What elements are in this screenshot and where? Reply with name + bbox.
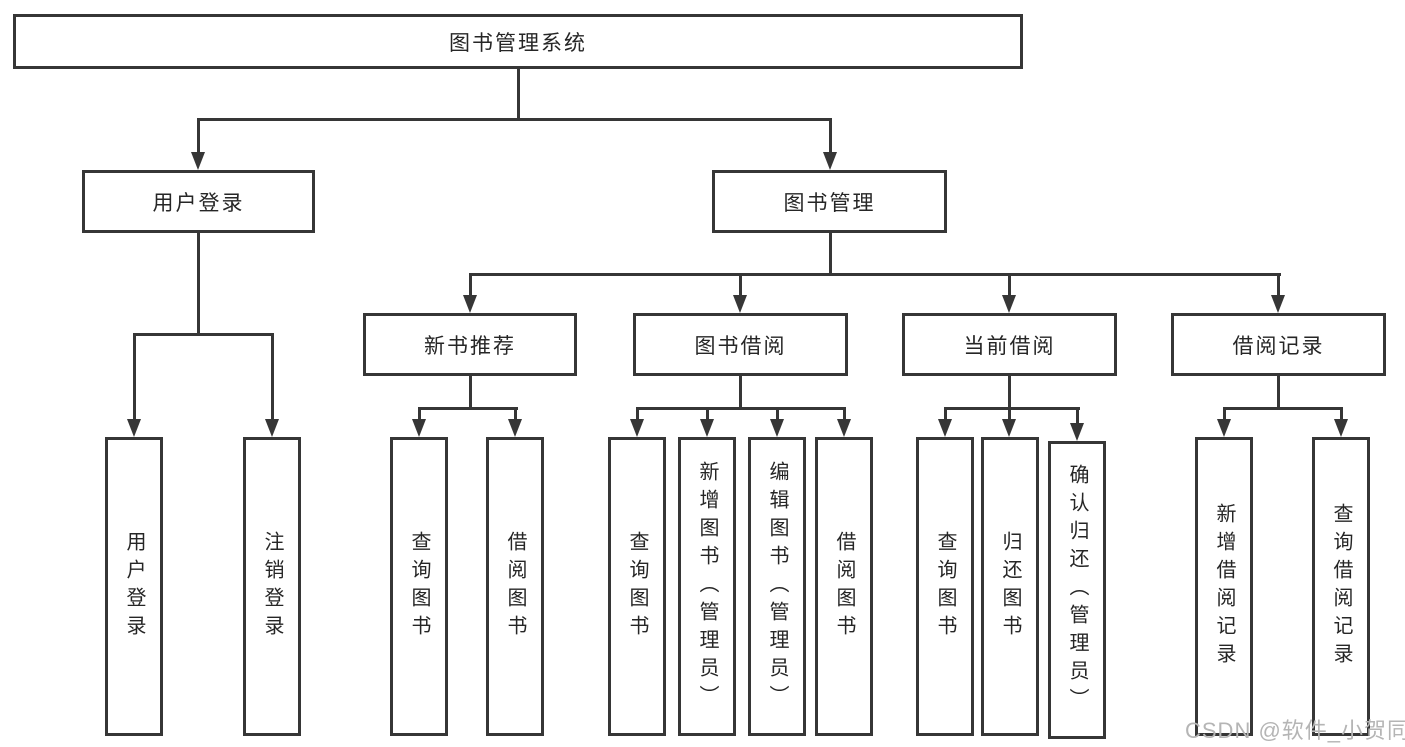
leaf-confirm-return-admin-label: 确认归还（管理员）: [1066, 464, 1088, 716]
arrowhead-icon: [1217, 419, 1231, 437]
arrowhead-icon: [733, 295, 747, 313]
connector-line: [197, 118, 832, 121]
connector-line: [469, 273, 472, 298]
arrowhead-icon: [823, 152, 837, 170]
arrowhead-icon: [700, 419, 714, 437]
connector-line: [1008, 407, 1011, 421]
connector-line: [829, 233, 832, 276]
connector-line: [418, 407, 518, 410]
leaf-add-borrow-record: 新增借阅记录: [1195, 437, 1253, 736]
connector-line: [133, 333, 136, 421]
connector-line: [469, 376, 472, 410]
connector-line: [843, 407, 846, 421]
leaf-add-borrow-record-label: 新增借阅记录: [1213, 502, 1235, 671]
arrowhead-icon: [265, 419, 279, 437]
connector-line: [1340, 407, 1343, 421]
connector-line: [1223, 407, 1226, 421]
connector-line: [944, 407, 947, 421]
node-user-login: 用户登录: [82, 170, 315, 233]
node-borrow-records: 借阅记录: [1171, 313, 1386, 376]
connector-line: [706, 407, 709, 421]
arrowhead-icon: [412, 419, 426, 437]
leaf-add-book-admin-label: 新增图书（管理员）: [696, 460, 718, 713]
leaf-borrow-books: 借阅图书: [815, 437, 873, 736]
node-root-label: 图书管理系统: [449, 31, 587, 55]
connector-line: [1277, 376, 1280, 410]
connector-line: [418, 407, 421, 421]
connector-line: [517, 69, 520, 121]
node-book-management-label: 图书管理: [783, 191, 876, 215]
leaf-query-borrow-record: 查询借阅记录: [1312, 437, 1370, 736]
node-new-book-recommend-label: 新书推荐: [424, 334, 516, 358]
connector-line: [739, 273, 742, 298]
connector-line: [739, 376, 742, 410]
arrowhead-icon: [463, 295, 477, 313]
connector-line: [944, 407, 1080, 410]
node-new-book-recommend: 新书推荐: [363, 313, 577, 376]
arrowhead-icon: [1002, 295, 1016, 313]
arrowhead-icon: [837, 419, 851, 437]
arrowhead-icon: [508, 419, 522, 437]
connector-line: [776, 407, 779, 421]
connector-line: [829, 118, 832, 154]
connector-line: [514, 407, 517, 421]
leaf-borrow-books-label: 借阅图书: [833, 530, 855, 643]
node-user-login-label: 用户登录: [152, 191, 245, 215]
leaf-user-login-label: 用户登录: [123, 530, 145, 643]
leaf-confirm-return-admin: 确认归还（管理员）: [1048, 441, 1106, 739]
leaf-edit-book-admin-label: 编辑图书（管理员）: [766, 460, 788, 713]
leaf-query-books-recommend-label: 查询图书: [408, 530, 430, 643]
arrowhead-icon: [1271, 295, 1285, 313]
leaf-logout-label: 注销登录: [261, 530, 283, 643]
leaf-edit-book-admin: 编辑图书（管理员）: [748, 437, 806, 736]
arrowhead-icon: [630, 419, 644, 437]
arrowhead-icon: [127, 419, 141, 437]
connector-line: [1277, 273, 1280, 298]
node-book-borrow: 图书借阅: [633, 313, 848, 376]
arrowhead-icon: [1070, 423, 1084, 441]
connector-line: [636, 407, 639, 421]
leaf-return-book: 归还图书: [981, 437, 1039, 736]
connector-line: [133, 333, 274, 336]
connector-line: [469, 273, 1281, 276]
leaf-query-books-recommend: 查询图书: [390, 437, 448, 736]
arrowhead-icon: [770, 419, 784, 437]
node-current-borrow-label: 当前借阅: [963, 334, 1056, 358]
node-borrow-records-label: 借阅记录: [1232, 334, 1325, 358]
connector-line: [197, 233, 200, 335]
leaf-add-book-admin: 新增图书（管理员）: [678, 437, 736, 736]
connector-line: [636, 407, 846, 410]
node-current-borrow: 当前借阅: [902, 313, 1117, 376]
leaf-query-books-current: 查询图书: [916, 437, 974, 736]
connector-line: [1008, 376, 1011, 410]
arrowhead-icon: [191, 152, 205, 170]
connector-line: [1008, 273, 1011, 298]
leaf-return-book-label: 归还图书: [999, 530, 1021, 643]
node-root: 图书管理系统: [13, 14, 1023, 69]
connector-line: [271, 333, 274, 421]
node-book-management: 图书管理: [712, 170, 947, 233]
arrowhead-icon: [1002, 419, 1016, 437]
leaf-query-borrow-record-label: 查询借阅记录: [1330, 502, 1352, 671]
connector-line: [1223, 407, 1343, 410]
watermark: CSDN @软件_小贺同学: [1185, 718, 1405, 743]
leaf-borrow-books-recommend: 借阅图书: [486, 437, 544, 736]
leaf-user-login: 用户登录: [105, 437, 163, 736]
leaf-query-books-borrow: 查询图书: [608, 437, 666, 736]
connector-line: [1076, 407, 1079, 424]
node-book-borrow-label: 图书借阅: [694, 334, 787, 358]
leaf-borrow-books-recommend-label: 借阅图书: [504, 530, 526, 643]
arrowhead-icon: [1334, 419, 1348, 437]
leaf-query-books-current-label: 查询图书: [934, 530, 956, 643]
leaf-logout: 注销登录: [243, 437, 301, 736]
leaf-query-books-borrow-label: 查询图书: [626, 530, 648, 643]
arrowhead-icon: [938, 419, 952, 437]
connector-line: [197, 118, 200, 154]
